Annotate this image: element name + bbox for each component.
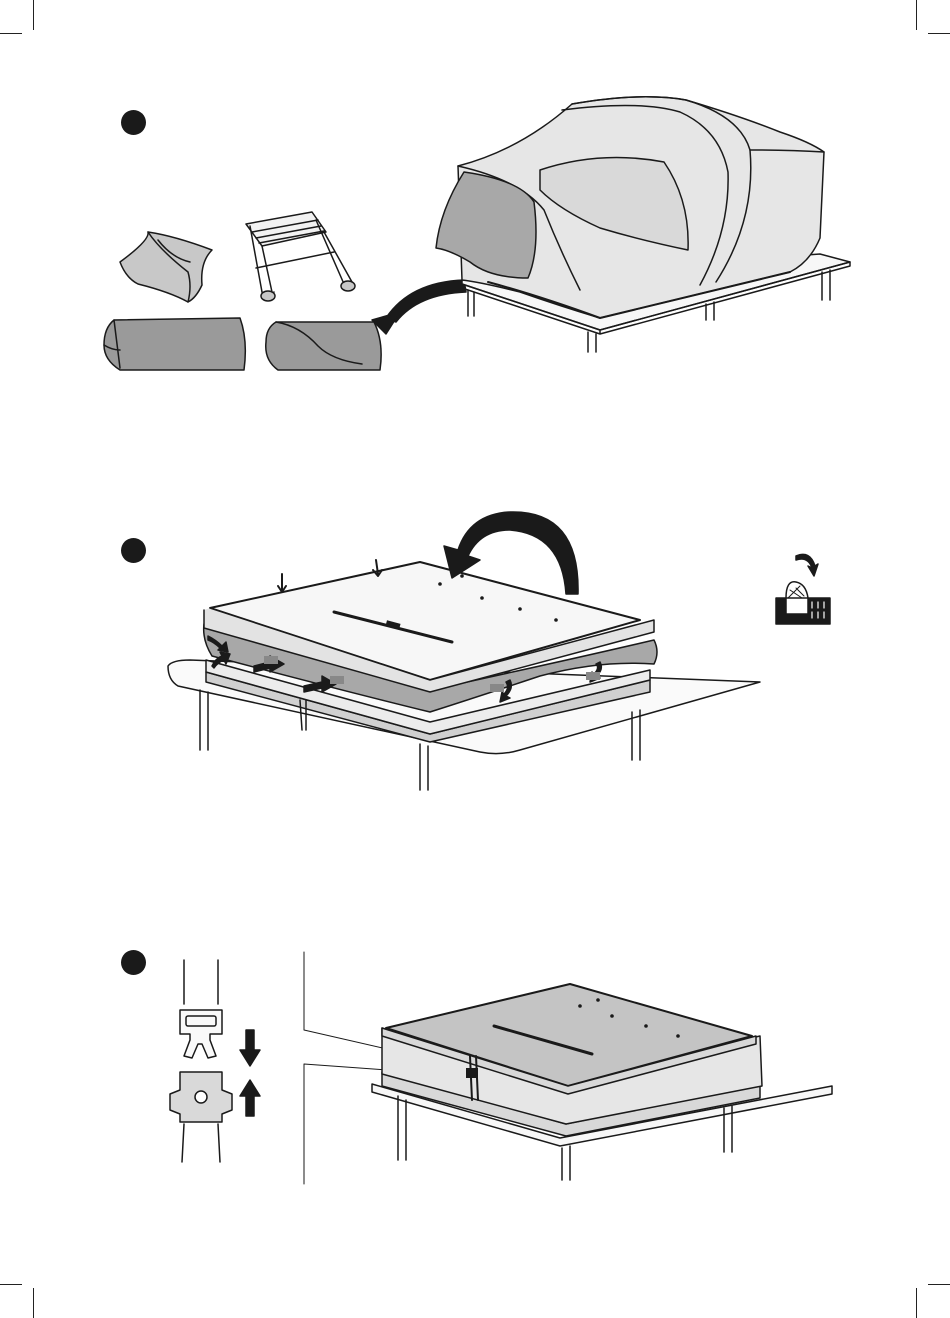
buckle-icon bbox=[170, 960, 232, 1162]
mattress-bag-icon bbox=[104, 318, 245, 370]
arrow-down-icon bbox=[240, 1030, 260, 1066]
ladder-icon bbox=[246, 212, 355, 301]
step-2-illustration bbox=[168, 512, 830, 790]
arrow-up-icon bbox=[240, 1080, 260, 1116]
velcro-rotate-icon bbox=[776, 554, 830, 624]
pillow-icon bbox=[120, 232, 212, 302]
cover-bag-icon bbox=[266, 322, 381, 370]
step-1-illustration bbox=[104, 97, 850, 370]
step-3-illustration bbox=[170, 952, 832, 1184]
